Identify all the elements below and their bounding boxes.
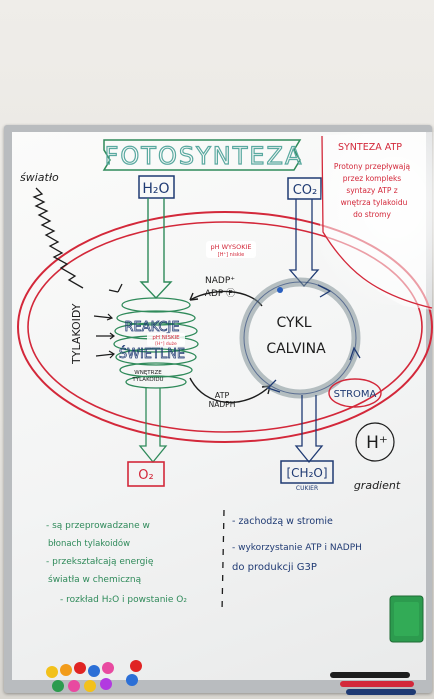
right-note-3: do produkcji G3P (232, 562, 317, 573)
marker-pens (330, 672, 416, 695)
co2-box (287, 177, 322, 200)
ph-high-sublabel: [H⁺] niskie (218, 252, 244, 258)
co2-arrow (288, 199, 320, 287)
atp-synthase-border (321, 135, 433, 309)
right-note-1: - zachodzą w stromie (232, 516, 333, 527)
calvin-cycle-arrows (266, 284, 361, 393)
atp-arrow (189, 377, 271, 404)
light-reactions-line1: REAKCJE (124, 320, 179, 335)
oxygen-box (127, 461, 165, 487)
gradient-symbol: H⁺ (366, 433, 388, 453)
sugar-caption: CUKIER (296, 485, 318, 492)
sugar-arrow (294, 395, 324, 464)
magnets (46, 660, 142, 692)
light-label: światło (20, 171, 59, 184)
title-scroll (102, 139, 302, 171)
light-reactions-line2: ŚWIETLNE (119, 346, 185, 362)
sugar-label: [CH₂O] (286, 466, 327, 480)
left-note-4: światła w chemiczną (48, 574, 142, 585)
notes-divider (221, 509, 225, 613)
light-arrow-head (108, 283, 123, 293)
ph-high-label: pH WYSOKIE (210, 243, 251, 251)
nadph-label: NADPH (209, 400, 236, 409)
title: FOTOSYNTEZA (105, 142, 304, 170)
calvin-cycle-circle-outline (243, 281, 357, 395)
thylakoid-pointer-arrows (93, 313, 115, 359)
atp-synthase-line-1: Protony przepływają (334, 162, 411, 171)
atp-synthase-line-4: wnętrza tylakoidu (341, 198, 408, 207)
ph-low-tag (147, 333, 185, 346)
atp-synthase-box (320, 132, 432, 310)
left-note-3: - przekształcają energię (46, 557, 154, 567)
water-label: H₂O (142, 181, 169, 197)
nadp-label: NADP⁺ (205, 276, 235, 286)
oxygen-label: O₂ (138, 468, 153, 483)
gradient-label: gradient (354, 479, 401, 492)
inside-thylakoid-line2: TYLAKOIDU (131, 377, 163, 383)
gradient-circle (355, 422, 395, 462)
sugar-box (280, 460, 334, 484)
chloroplast-inner-membrane (27, 221, 423, 433)
ph-low-sublabel: [H⁺] duże (155, 341, 177, 347)
chloroplast-outer-membrane (17, 211, 433, 443)
stroma-label: STROMA (334, 389, 377, 400)
light-squiggle-arrow (32, 187, 84, 289)
atp-synthase-line-3: syntazy ATP z (346, 186, 397, 195)
calvin-cycle-marker (277, 287, 283, 293)
atp-synthase-line-2: przez kompleks (343, 174, 401, 183)
left-note-2: błonach tylakoidów (48, 538, 130, 549)
ph-high-tag (206, 241, 256, 258)
calvin-label-line2: CALVINA (266, 341, 326, 357)
atp-synthase-title: SYNTEZA ATP (338, 142, 402, 153)
co2-label: CO₂ (293, 183, 318, 198)
right-note-2: - wykorzystanie ATP i NADPH (232, 543, 362, 553)
nadp-return-arrow-head (189, 292, 199, 301)
left-note-1: - są przeprowadzane w (46, 521, 150, 531)
calvin-cycle-circle (239, 277, 361, 399)
inside-thylakoid-line1: WNĘTRZE (134, 370, 162, 376)
atp-synthase-line-5: do stromy (353, 210, 391, 219)
water-box (138, 175, 175, 199)
adp-label: ADP Ⓟ (205, 288, 235, 299)
left-note-5: - rozkład H₂O i powstanie O₂ (60, 595, 187, 605)
water-arrow (139, 198, 173, 300)
ph-low-label: pH NISKIE (152, 335, 180, 341)
thylakoids-label: TYLAKOIDY (70, 303, 83, 365)
calvin-label-line1: CYKL (276, 315, 311, 331)
eraser-felt (394, 602, 419, 636)
atp-label: ATP (215, 391, 230, 400)
stroma-outline (328, 378, 382, 408)
